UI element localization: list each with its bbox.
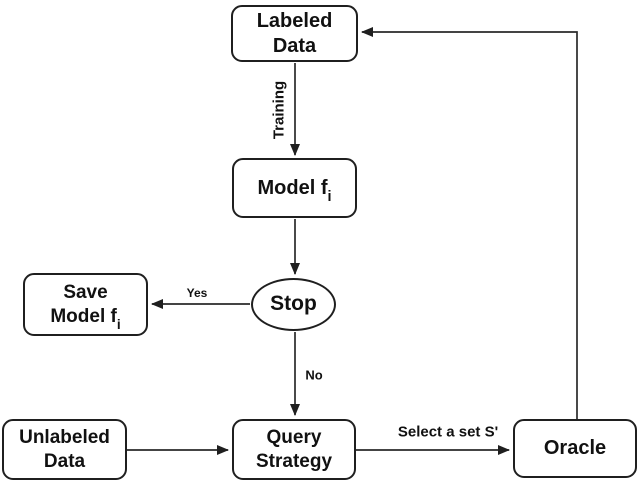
edge-label-yes: Yes [186,286,208,300]
query-strategy-line1: Query [266,426,322,448]
model-label: Model fi [257,176,332,206]
query-strategy-line2: Strategy [255,450,333,472]
node-query-strategy: Query Strategy [232,419,356,480]
node-save-model: Save Model fi [23,273,148,336]
unlabeled-data-line2: Data [43,450,86,472]
labeled-data-line2: Data [272,34,317,57]
node-labeled-data: Labeled Data [231,5,358,62]
oracle-label: Oracle [543,437,607,459]
save-model-line2: Model fi [50,305,121,332]
model-subscript: i [327,189,332,206]
edge-label-no: No [305,367,323,383]
edge-label-select-a-set: Select a set S' [397,423,499,441]
edge-oracle-feedback-arrow [361,27,578,419]
node-oracle: Oracle [513,419,637,478]
unlabeled-data-line1: Unlabeled [19,426,110,448]
node-unlabeled-data: Unlabeled Data [2,419,127,480]
node-model: Model fi [232,158,357,218]
labeled-data-line1: Labeled [256,9,333,32]
node-stop: Stop [251,278,336,331]
save-model-line1: Save [63,281,108,303]
save-model-subscript: i [116,316,121,332]
edge-label-training: Training [270,80,288,140]
stop-label: Stop [270,292,317,316]
